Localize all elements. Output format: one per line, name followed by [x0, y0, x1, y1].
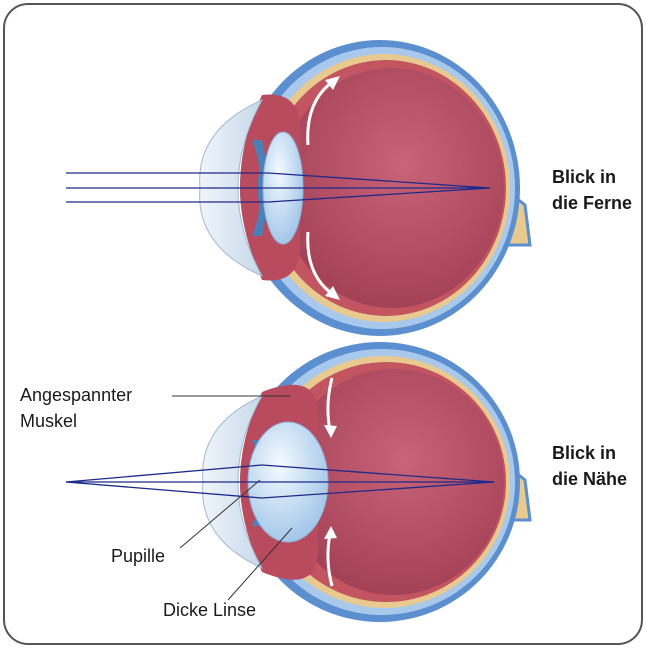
- label-muscle-line2: Muskel: [20, 408, 132, 434]
- label-pupil: Pupille: [111, 543, 165, 569]
- label-tensed-muscle: Angespannter Muskel: [20, 382, 132, 434]
- label-thick-lens: Dicke Linse: [163, 597, 256, 623]
- label-near-vision: Blick in die Nähe: [552, 440, 627, 492]
- label-near-line1: Blick in: [552, 440, 627, 466]
- label-near-line2: die Nähe: [552, 466, 627, 492]
- label-distance-vision: Blick in die Ferne: [552, 164, 632, 216]
- label-muscle-line1: Angespannter: [20, 382, 132, 408]
- label-distance-line2: die Ferne: [552, 190, 632, 216]
- label-distance-line1: Blick in: [552, 164, 632, 190]
